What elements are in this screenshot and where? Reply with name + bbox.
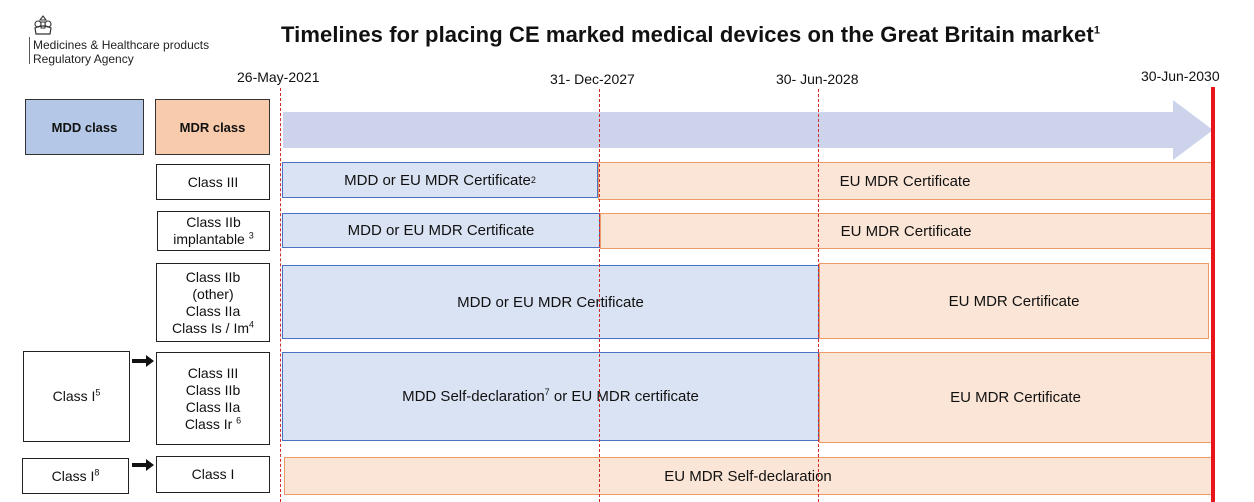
mdr-class-cell: Class I: [156, 456, 270, 493]
bar-text: MDD or EU MDR Certificate: [457, 293, 644, 311]
deadline-line-2030: [1211, 87, 1215, 502]
arrow-right-icon: [132, 355, 154, 367]
timeline-marker-2027: [599, 89, 600, 502]
logo-line-1: Medicines & Healthcare products: [33, 38, 210, 52]
timeline-arrow: [283, 100, 1213, 160]
bar-text: MDD Self-declaration7 or EU MDR certific…: [402, 387, 699, 406]
bar-text: EU MDR Certificate: [840, 222, 972, 240]
arrow-right-icon: [132, 459, 154, 471]
class-label: implantable 3: [173, 230, 254, 247]
mdd-class-cell: Class I5: [23, 351, 130, 442]
date-2027: 31- Dec-2027: [550, 71, 635, 87]
date-start: 26-May-2021: [237, 69, 320, 85]
title-text: Timelines for placing CE marked medical …: [281, 22, 1094, 47]
class-label: Class I5: [52, 387, 101, 404]
mdd-class-header: MDD class: [25, 99, 144, 155]
bar-text: EU MDR Certificate: [948, 292, 1080, 310]
peach-bar: EU MDR Self-declaration: [284, 457, 1212, 495]
timeline-marker-2028: [818, 89, 819, 502]
mdr-class-cell: Class IIb implantable 3: [157, 211, 270, 251]
mdr-class-header: MDR class: [155, 99, 270, 155]
title-footnote: 1: [1093, 24, 1101, 37]
class-label: Class III: [187, 364, 239, 381]
peach-bar: EU MDR Certificate: [819, 352, 1212, 443]
blue-bar: MDD or EU MDR Certificate 2: [282, 162, 598, 198]
bar-text: EU MDR Certificate: [950, 389, 1081, 406]
class-label: Class Is / Im4: [171, 318, 255, 336]
peach-bar: EU MDR Certificate: [598, 162, 1212, 200]
date-2028: 30- Jun-2028: [776, 71, 859, 87]
mdd-class-cell: Class I8: [22, 458, 129, 494]
class-label: Class I8: [51, 466, 100, 484]
class-label: Class III: [187, 173, 239, 190]
bar-text: EU MDR Certificate: [839, 172, 971, 190]
peach-bar: EU MDR Certificate: [600, 213, 1212, 249]
blue-bar: MDD or EU MDR Certificate: [282, 265, 819, 339]
mdr-class-cell: Class IIb (other) Class IIa Class Is / I…: [156, 263, 270, 342]
page-title: Timelines for placing CE marked medical …: [281, 22, 1100, 48]
date-2030: 30-Jun-2030: [1141, 68, 1220, 84]
bar-text: EU MDR Self-declaration: [664, 467, 832, 485]
class-label: Class IIa: [185, 302, 241, 319]
timeline-marker-2021: [280, 88, 281, 502]
class-label: Class IIb: [185, 381, 241, 398]
crest-icon: [30, 14, 56, 36]
logo-divider: [29, 37, 30, 64]
class-label: Class Ir 6: [184, 414, 242, 432]
class-label: Class I: [191, 466, 235, 482]
peach-bar: EU MDR Certificate: [819, 263, 1209, 339]
blue-bar: MDD or EU MDR Certificate: [282, 213, 600, 248]
mdr-class-cell: Class III Class IIb Class IIa Class Ir 6: [156, 352, 270, 445]
class-label: Class IIa: [185, 398, 241, 415]
bar-text: MDD or EU MDR Certificate: [347, 222, 535, 239]
logo-line-2: Regulatory Agency: [33, 52, 134, 66]
blue-bar: MDD Self-declaration7 or EU MDR certific…: [282, 352, 819, 441]
class-label: (other): [192, 285, 234, 302]
bar-text: MDD or EU MDR Certificate: [344, 171, 531, 189]
class-label: Class IIb: [185, 268, 241, 285]
mdr-class-cell: Class III: [156, 164, 270, 200]
class-label: Class IIb: [186, 214, 241, 230]
